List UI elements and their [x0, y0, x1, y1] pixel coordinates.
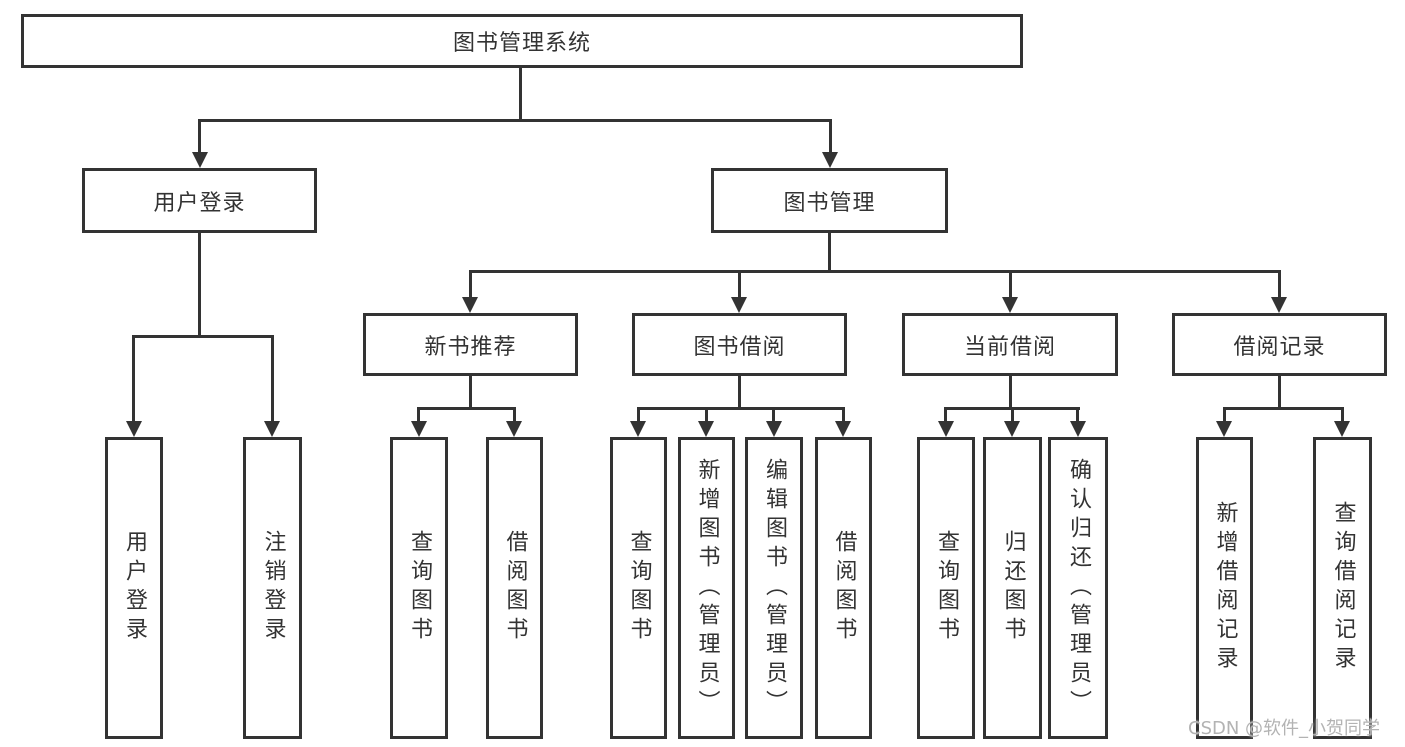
connector-drop-borrowing	[738, 270, 741, 297]
node-leaf-bb-query-books-label: 查询图书	[626, 530, 652, 646]
connector-drop-logout-leaf	[271, 335, 274, 421]
connector-new-books-split	[417, 407, 516, 410]
connector-records-split	[1223, 407, 1344, 410]
node-leaf-bb-query-books: 查询图书	[610, 437, 667, 739]
node-leaf-cb-query-books: 查询图书	[917, 437, 975, 739]
node-root: 图书管理系统	[21, 14, 1023, 68]
node-leaf-nb-query-books-label: 查询图书	[407, 530, 432, 646]
connector-root-split	[198, 119, 832, 122]
node-leaf-rec-query-record-label: 查询借阅记录	[1330, 501, 1356, 675]
node-root-label: 图书管理系统	[452, 31, 591, 56]
connector-drop-cb-return	[1011, 407, 1014, 421]
arrowhead-bb-edit	[766, 421, 782, 437]
node-leaf-rec-add-record: 新增借阅记录	[1196, 437, 1253, 739]
node-borrowing-records-label: 借阅记录	[1233, 334, 1326, 360]
connector-root-stem	[519, 68, 522, 119]
arrowhead-login-leaf	[126, 421, 142, 437]
connector-drop-new-books	[469, 270, 472, 297]
arrowhead-cb-confirm	[1070, 421, 1086, 437]
node-book-borrowing: 图书借阅	[632, 313, 847, 376]
connector-book-mgmt-split	[469, 270, 1281, 273]
arrowhead-cb-return	[1004, 421, 1020, 437]
arrowhead-user-login	[192, 152, 208, 168]
node-leaf-user-login: 用户登录	[105, 437, 163, 739]
connector-new-books-stem	[469, 376, 472, 407]
node-leaf-bb-borrow-books: 借阅图书	[815, 437, 872, 739]
node-leaf-rec-add-record-label: 新增借阅记录	[1212, 501, 1238, 675]
csdn-watermark: CSDN @软件_小贺同学	[1188, 718, 1381, 739]
connector-drop-bb-query	[637, 407, 640, 421]
node-new-book-recommend-label: 新书推荐	[424, 334, 517, 360]
node-current-borrowing-label: 当前借阅	[963, 334, 1056, 360]
node-leaf-bb-borrow-books-label: 借阅图书	[831, 530, 857, 646]
connector-user-login-split	[133, 335, 274, 338]
arrowhead-bb-add	[698, 421, 714, 437]
arrowhead-borrowing	[731, 297, 747, 313]
node-leaf-logout-label: 注销登录	[260, 530, 286, 646]
node-leaf-bb-edit-books-admin: 编辑图书（管理员）	[745, 437, 803, 739]
node-borrowing-records: 借阅记录	[1172, 313, 1387, 376]
connector-borrowing-stem	[738, 376, 741, 407]
node-leaf-nb-query-books: 查询图书	[390, 437, 448, 739]
arrowhead-nb-query	[411, 421, 427, 437]
arrowhead-records	[1271, 297, 1287, 313]
connector-current-stem	[1009, 376, 1012, 407]
connector-user-login-stem	[198, 233, 201, 335]
connector-drop-bb-add	[705, 407, 708, 421]
arrowhead-new-books	[462, 297, 478, 313]
arrowhead-rec-add	[1216, 421, 1232, 437]
node-leaf-cb-return-books: 归还图书	[983, 437, 1042, 739]
connector-drop-rec-add	[1223, 407, 1226, 421]
arrowhead-rec-query	[1334, 421, 1350, 437]
node-leaf-nb-borrow-books-label: 借阅图书	[502, 530, 528, 646]
node-leaf-logout: 注销登录	[243, 437, 302, 739]
node-user-login-label: 用户登录	[153, 190, 246, 216]
connector-records-stem	[1278, 376, 1281, 407]
connector-drop-current	[1009, 270, 1012, 297]
connector-drop-cb-confirm	[1076, 407, 1079, 421]
node-user-login: 用户登录	[82, 168, 317, 233]
arrowhead-book-mgmt	[822, 152, 838, 168]
node-leaf-bb-add-books-admin: 新增图书（管理员）	[678, 437, 735, 739]
connector-drop-bb-borrow	[842, 407, 845, 421]
node-leaf-cb-confirm-return-admin-label: 确认归还（管理员）	[1066, 457, 1091, 719]
node-new-book-recommend: 新书推荐	[363, 313, 578, 376]
node-leaf-nb-borrow-books: 借阅图书	[486, 437, 543, 739]
arrowhead-cb-query	[938, 421, 954, 437]
arrowhead-nb-borrow	[506, 421, 522, 437]
node-leaf-cb-confirm-return-admin: 确认归还（管理员）	[1048, 437, 1108, 739]
connector-book-mgmt-stem	[828, 233, 831, 270]
node-leaf-rec-query-record: 查询借阅记录	[1313, 437, 1372, 739]
connector-drop-bb-edit	[772, 407, 775, 421]
node-book-management: 图书管理	[711, 168, 948, 233]
connector-borrowing-split	[637, 407, 845, 410]
node-leaf-bb-edit-books-admin-label: 编辑图书（管理员）	[762, 457, 787, 719]
node-book-management-label: 图书管理	[783, 190, 876, 216]
arrowhead-bb-borrow	[835, 421, 851, 437]
node-leaf-bb-add-books-admin-label: 新增图书（管理员）	[694, 457, 720, 719]
node-current-borrowing: 当前借阅	[902, 313, 1118, 376]
connector-drop-nb-query	[417, 407, 420, 421]
connector-drop-cb-query	[944, 407, 947, 421]
node-leaf-cb-return-books-label: 归还图书	[1000, 530, 1026, 646]
connector-drop-book-mgmt	[829, 119, 832, 152]
arrowhead-bb-query	[630, 421, 646, 437]
arrowhead-current	[1002, 297, 1018, 313]
connector-drop-records	[1278, 270, 1281, 297]
connector-drop-rec-query	[1341, 407, 1344, 421]
connector-drop-nb-borrow	[513, 407, 516, 421]
node-leaf-cb-query-books-label: 查询图书	[934, 530, 959, 646]
connector-drop-user-login	[198, 119, 201, 152]
node-book-borrowing-label: 图书借阅	[693, 334, 786, 360]
node-leaf-user-login-label: 用户登录	[122, 530, 147, 646]
connector-drop-login-leaf	[132, 335, 135, 421]
arrowhead-logout-leaf	[264, 421, 280, 437]
